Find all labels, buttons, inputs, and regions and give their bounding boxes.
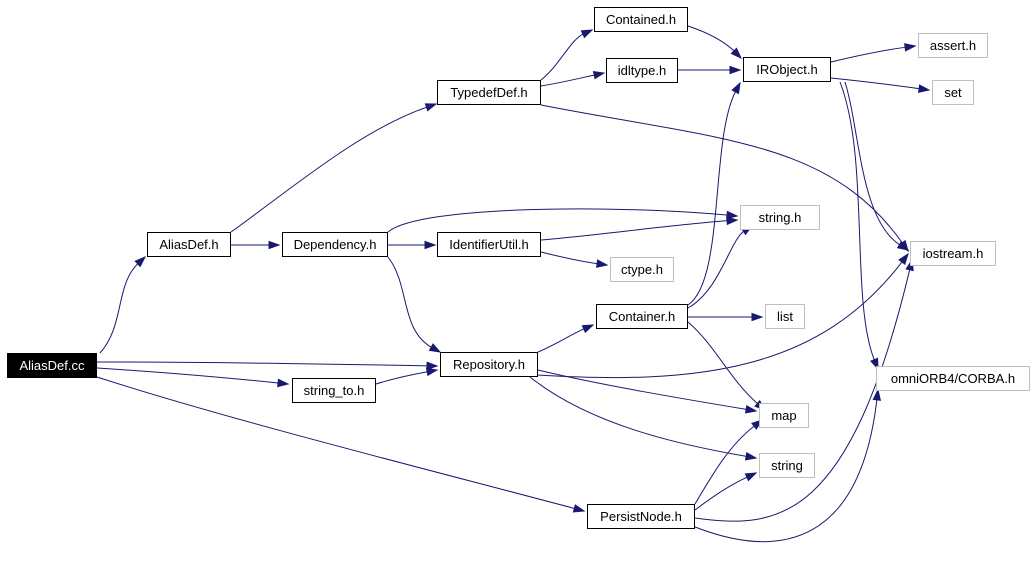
edge-repository-h-to-container-h xyxy=(537,324,595,353)
node-typedefdef-h[interactable]: TypedefDef.h xyxy=(437,80,541,105)
arrowhead-icon xyxy=(730,47,743,60)
node-iostream-h: iostream.h xyxy=(910,241,996,266)
node-identifierutil-h[interactable]: IdentifierUtil.h xyxy=(437,232,541,257)
edge-aliasdef-cc-to-string-to-h xyxy=(96,367,290,388)
edge-dependency-h-to-identifierutil-h xyxy=(388,240,437,250)
node-aliasdef-h[interactable]: AliasDef.h xyxy=(147,232,231,257)
edge-idltype-h-to-irobject-h xyxy=(678,65,742,75)
arrowhead-icon xyxy=(744,451,758,461)
arrowhead-icon xyxy=(134,255,147,268)
arrowhead-icon xyxy=(424,240,437,250)
edge-dependency-h-to-repository-h xyxy=(387,256,442,353)
node-repository-h[interactable]: Repository.h xyxy=(440,352,538,377)
arrowhead-icon xyxy=(744,405,758,414)
node-aliasdef-cc[interactable]: AliasDef.cc xyxy=(7,353,97,378)
arrowhead-icon xyxy=(426,361,439,371)
edge-aliasdef-h-to-dependency-h xyxy=(231,240,281,250)
edge-aliasdef-h-to-typedefdef-h xyxy=(230,103,438,233)
edge-repository-h-to-iostream-h xyxy=(537,252,909,379)
edge-dependency-h-to-string-h xyxy=(387,208,739,233)
edge-string-to-h-to-repository-h xyxy=(375,367,439,385)
edge-identifierutil-h-to-string-h xyxy=(540,216,739,241)
arrowhead-icon xyxy=(268,240,281,250)
edge-irobject-h-to-assert-h xyxy=(830,43,917,63)
node-ctype-h: ctype.h xyxy=(610,257,674,282)
arrowhead-icon xyxy=(572,504,586,513)
arrowhead-icon xyxy=(898,252,909,265)
edge-container-h-to-irobject-h xyxy=(687,81,741,306)
node-container-h[interactable]: Container.h xyxy=(596,304,688,329)
arrowhead-icon xyxy=(918,84,931,93)
arrowhead-icon xyxy=(581,324,595,334)
node-assert-h: assert.h xyxy=(918,33,988,58)
node-contained-h[interactable]: Contained.h xyxy=(594,7,688,32)
edge-repository-h-to-string xyxy=(529,376,758,461)
arrowhead-icon xyxy=(424,103,438,112)
arrowhead-icon xyxy=(596,259,609,268)
edge-irobject-h-to-iostream-h xyxy=(844,81,910,251)
edge-container-h-to-list xyxy=(688,312,764,322)
arrowhead-icon xyxy=(592,70,606,80)
arrowhead-icon xyxy=(726,210,739,220)
arrowhead-icon xyxy=(904,43,917,52)
edge-contained-h-to-irobject-h xyxy=(687,25,743,60)
edge-persistnode-h-to-map xyxy=(694,419,764,505)
arrowhead-icon xyxy=(744,472,758,482)
arrowhead-icon xyxy=(729,65,742,75)
edge-container-h-to-string-h xyxy=(687,225,754,309)
edge-aliasdef-cc-to-persistnode-h xyxy=(96,376,586,513)
edge-irobject-h-to-set xyxy=(830,77,931,93)
node-string: string xyxy=(759,453,815,478)
node-idltype-h[interactable]: idltype.h xyxy=(606,58,678,83)
edge-persistnode-h-to-omniorb4-corba-h xyxy=(694,388,882,543)
edge-aliasdef-cc-to-aliasdef-h xyxy=(99,255,147,354)
edge-repository-h-to-map xyxy=(537,369,758,414)
arrowhead-icon xyxy=(428,343,442,353)
edge-typedefdef-h-to-contained-h xyxy=(540,29,594,81)
node-list: list xyxy=(765,304,805,329)
arrowhead-icon xyxy=(751,312,764,322)
node-set: set xyxy=(932,80,974,105)
edge-aliasdef-cc-to-repository-h xyxy=(96,361,439,371)
node-persistnode-h[interactable]: PersistNode.h xyxy=(587,504,695,529)
arrowhead-icon xyxy=(425,367,439,377)
node-string-to-h[interactable]: string_to.h xyxy=(292,378,376,403)
arrowhead-icon xyxy=(896,240,910,251)
node-dependency-h[interactable]: Dependency.h xyxy=(282,232,388,257)
node-map: map xyxy=(759,403,809,428)
edge-identifierutil-h-to-ctype-h xyxy=(540,251,609,268)
node-irobject-h[interactable]: IRObject.h xyxy=(743,57,831,82)
arrowhead-icon xyxy=(726,216,739,226)
arrowhead-icon xyxy=(872,388,882,401)
edge-container-h-to-map xyxy=(687,321,767,411)
edge-typedefdef-h-to-idltype-h xyxy=(540,70,606,87)
arrowhead-icon xyxy=(731,81,741,95)
node-string-h: string.h xyxy=(740,205,820,230)
arrowhead-icon xyxy=(580,29,594,39)
edge-irobject-h-to-omniorb4-corba-h xyxy=(839,81,879,371)
edge-persistnode-h-to-string xyxy=(694,472,758,511)
arrowhead-icon xyxy=(277,378,290,388)
node-omniorb4-corba-h: omniORB4/CORBA.h xyxy=(876,366,1030,391)
